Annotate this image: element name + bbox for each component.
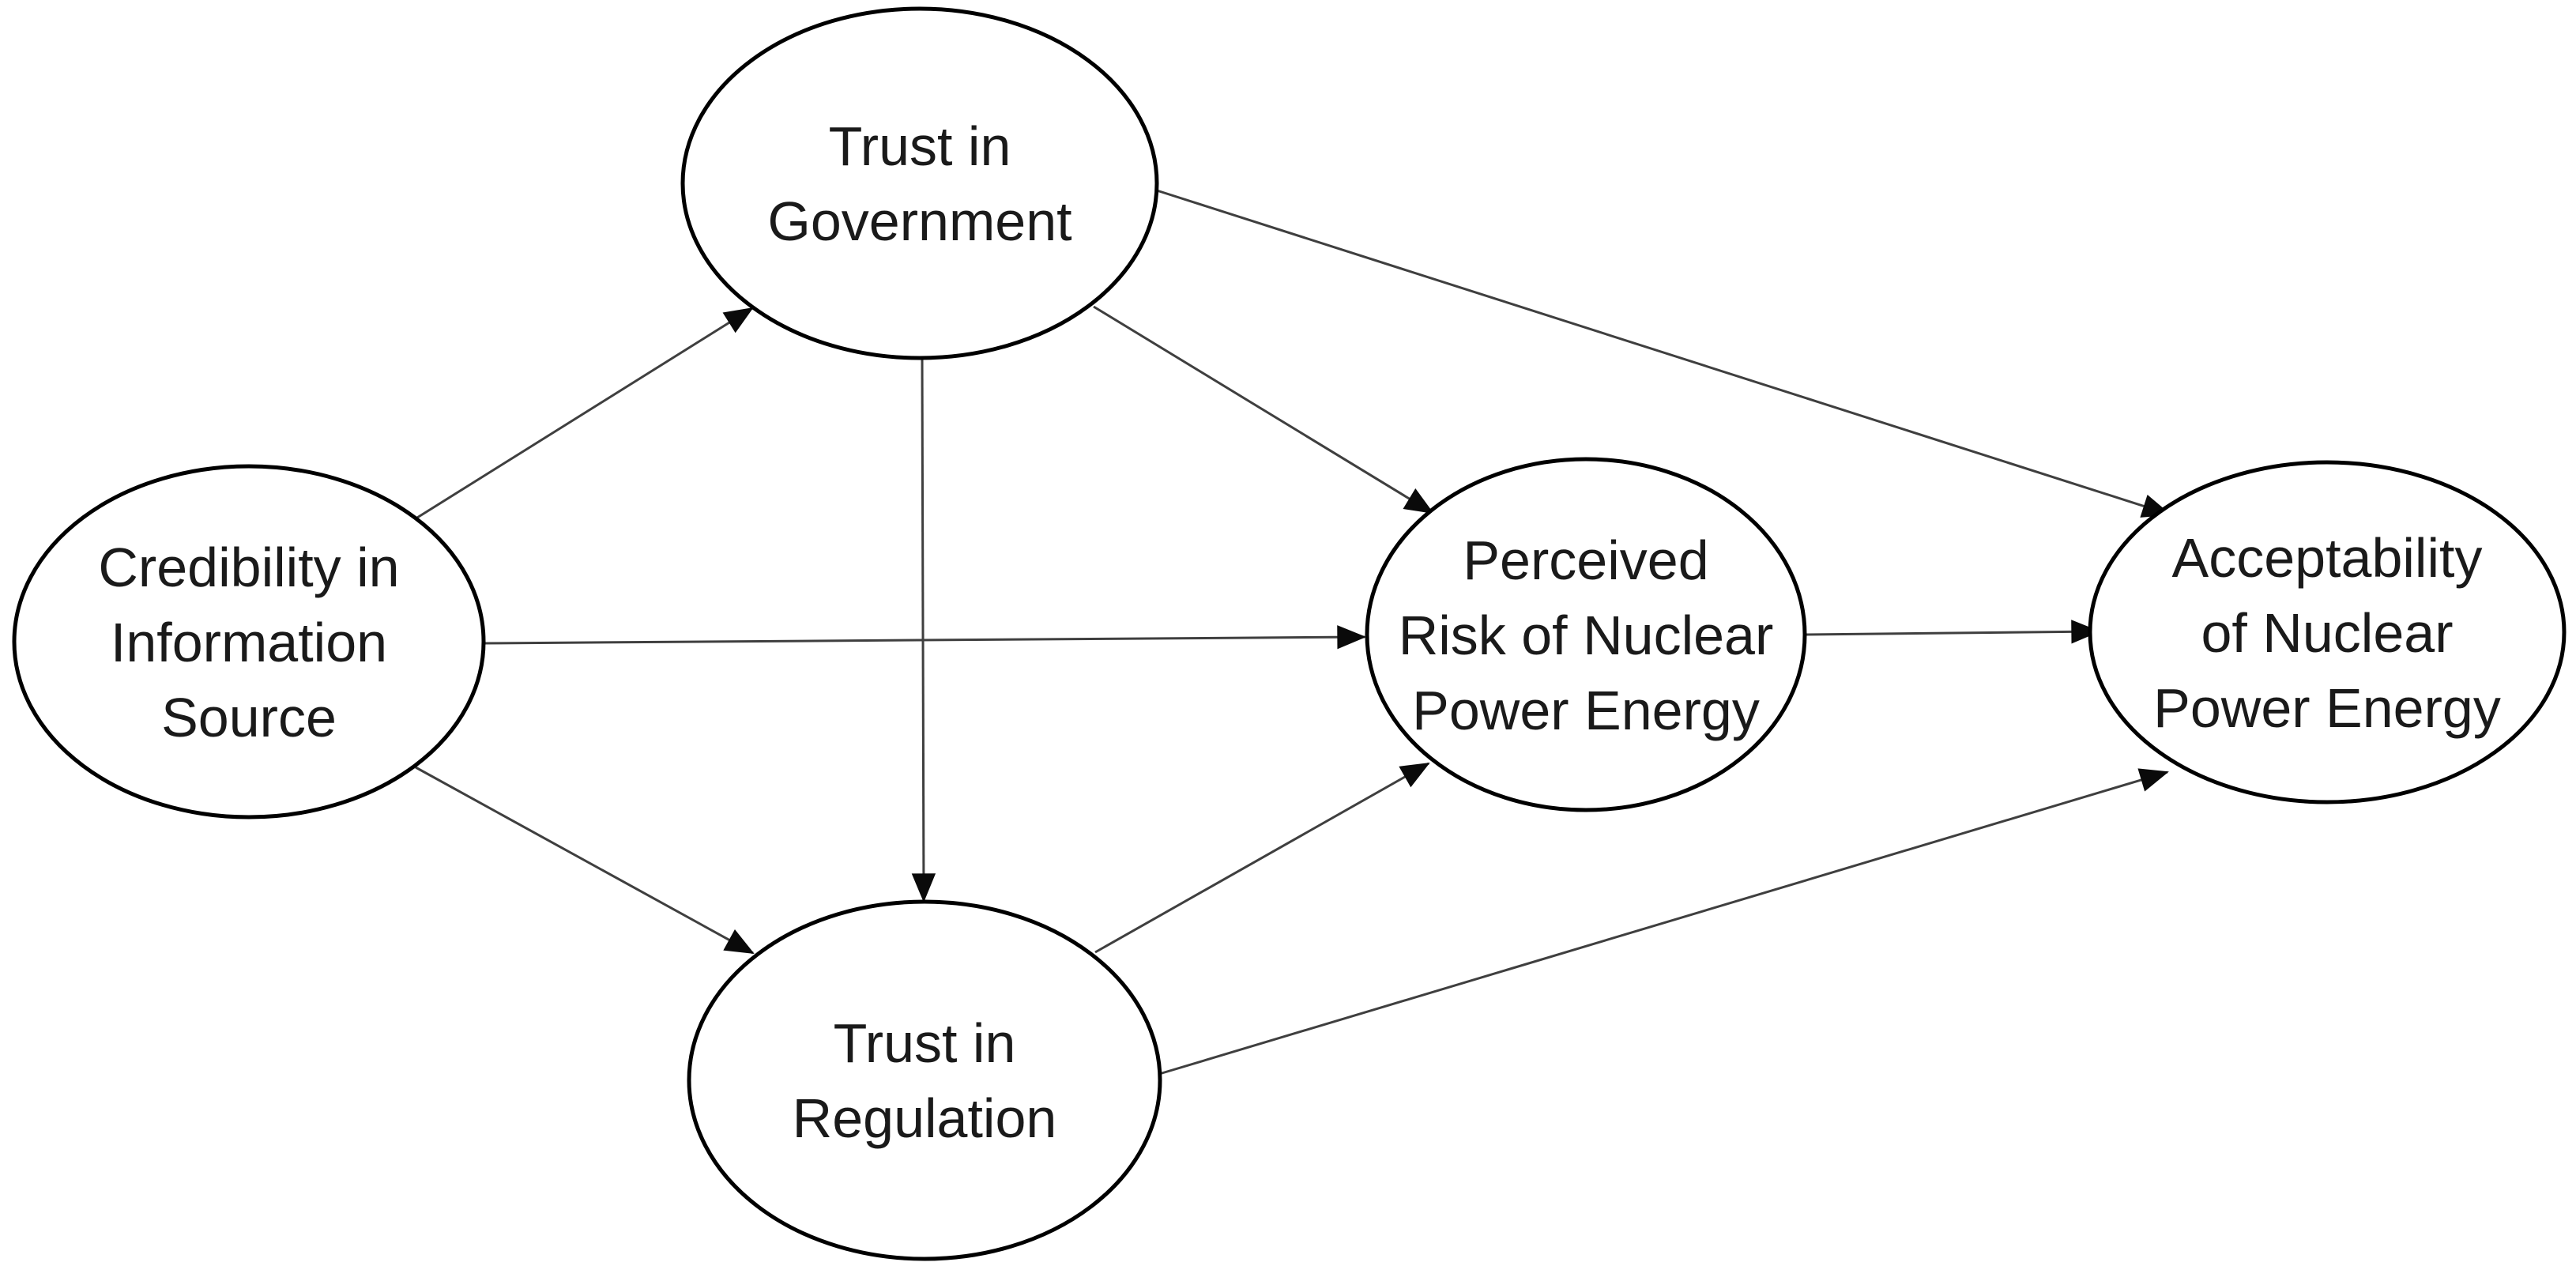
node-label-line: Information (111, 612, 387, 673)
node-label-line: Source (161, 687, 337, 748)
node-label-line: Risk of Nuclear (1399, 605, 1774, 666)
node-label-line: Credibility in (98, 537, 399, 598)
node-trust-regulation: Trust in Regulation (687, 899, 1162, 1261)
edge-arrow-credibility-to-trust-government (416, 307, 754, 519)
edge-arrow-credibility-to-trust-regulation (415, 766, 755, 955)
node-ellipse-perceived-risk (1365, 457, 1807, 812)
node-label-line: Power Energy (1412, 680, 1760, 741)
edge-arrow-trust-government-to-trust-regulation (911, 356, 936, 902)
edge-arrow-trust-government-to-perceived-risk (1093, 305, 1434, 514)
node-label-line: of Nuclear (2201, 602, 2453, 664)
node-ellipse-acceptability (2088, 460, 2567, 804)
node-label-line: Power Energy (2153, 677, 2501, 739)
node-label-line: Perceived (1463, 529, 1708, 591)
node-ellipse-trust-regulation (687, 899, 1162, 1261)
edge-arrow-trust-regulation-to-perceived-risk (1094, 762, 1430, 954)
node-ellipse-trust-government (680, 6, 1159, 360)
node-ellipse-credibility (12, 464, 486, 820)
node-label-line: Trust in (834, 1012, 1016, 1074)
edge-arrow-trust-government-to-acceptability (1156, 189, 2171, 518)
node-label-line: Regulation (793, 1087, 1057, 1149)
edges-layer (415, 189, 2171, 1076)
node-label-line: Government (767, 190, 1071, 252)
node-label-line: Trust in (829, 115, 1011, 177)
node-label-trust-regulation: Trust in Regulation (793, 1012, 1057, 1149)
node-label-line: Acceptability (2172, 527, 2483, 589)
node-trust-government: Trust in Government (680, 6, 1159, 360)
node-label-trust-government: Trust in Government (767, 115, 1071, 252)
edge-arrow-trust-regulation-to-acceptability (1158, 768, 2169, 1076)
edge-arrow-perceived-risk-to-acceptability (1804, 620, 2100, 644)
